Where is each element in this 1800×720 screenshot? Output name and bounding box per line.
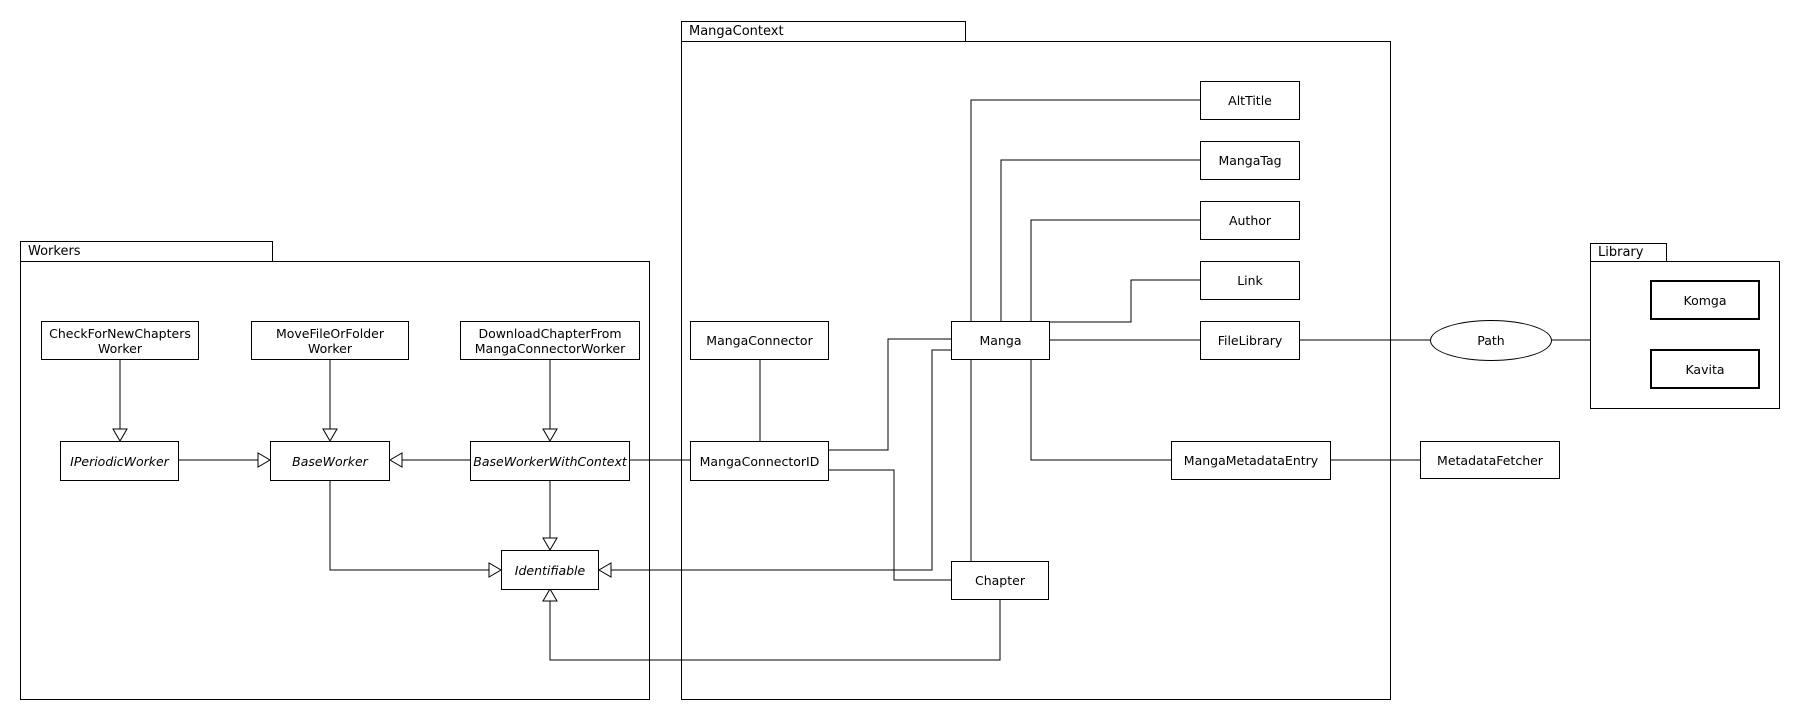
path-ellipse-node: Path	[1430, 320, 1552, 361]
edge-chapter-identifiable	[549, 599, 1001, 661]
edge-mangaconnectorid-manga	[829, 338, 951, 451]
inheritance-arrow-down-identifiable	[542, 537, 558, 551]
class-box-manga: Manga	[951, 321, 1050, 360]
inheritance-arrow-right-baseworker	[257, 452, 271, 468]
class-box-movefileorfolderworker: MoveFileOrFolder Worker	[251, 321, 409, 360]
class-box-mangaconnector: MangaConnector	[690, 321, 829, 360]
edge-manga-author	[1030, 219, 1200, 321]
inheritance-arrow-up-identifiable	[542, 588, 558, 602]
inheritance-arrow-right-identifiable	[488, 562, 502, 578]
class-box-mangatag: MangaTag	[1200, 141, 1300, 180]
edge-manga-mangametadataentry	[1030, 359, 1171, 461]
class-box-mangaconnectorid: MangaConnectorID	[690, 441, 829, 481]
inheritance-arrow-left-baseworker	[389, 452, 403, 468]
class-box-filelibrary: FileLibrary	[1200, 321, 1300, 360]
edge-manga-alttitle	[970, 99, 1200, 321]
edge-mangaconnectorid-chapter	[829, 469, 951, 581]
class-box-baseworker: BaseWorker	[270, 441, 390, 481]
class-box-checkfornewchaptersworker: CheckForNewChapters Worker	[41, 321, 199, 360]
inheritance-arrow-left-identifiable	[598, 562, 612, 578]
class-box-link: Link	[1200, 261, 1300, 300]
class-box-alttitle: AltTitle	[1200, 81, 1300, 120]
class-box-baseworkerwithcontext: BaseWorkerWithContext	[470, 441, 630, 481]
class-box-iperiodicworker: IPeriodicWorker	[60, 441, 179, 481]
edge-manga-link	[1050, 279, 1200, 323]
edge-manga-identifiable	[610, 349, 951, 571]
class-box-identifiable: Identifiable	[501, 550, 599, 590]
package-tab-mangacontext: MangaContext	[681, 21, 966, 42]
class-box-chapter: Chapter	[951, 561, 1049, 600]
package-tab-workers: Workers	[20, 241, 273, 262]
edge-manga-mangatag	[1000, 159, 1200, 321]
class-box-downloadchapterfrommangaconnectorworker: DownloadChapterFrom MangaConnectorWorker	[460, 321, 640, 360]
inheritance-arrow-down-bwwc	[542, 428, 558, 442]
inheritance-arrow-down-baseworker	[322, 428, 338, 442]
class-box-metadatafetcher: MetadataFetcher	[1420, 441, 1560, 479]
package-tab-library: Library	[1590, 243, 1667, 262]
edge-baseworker-identifiable	[329, 480, 490, 571]
inheritance-arrow-down-iperiodic	[112, 428, 128, 442]
class-box-mangametadataentry: MangaMetadataEntry	[1171, 441, 1331, 480]
class-box-author: Author	[1200, 201, 1300, 240]
class-box-komga: Komga	[1650, 280, 1760, 320]
class-box-kavita: Kavita	[1650, 349, 1760, 389]
